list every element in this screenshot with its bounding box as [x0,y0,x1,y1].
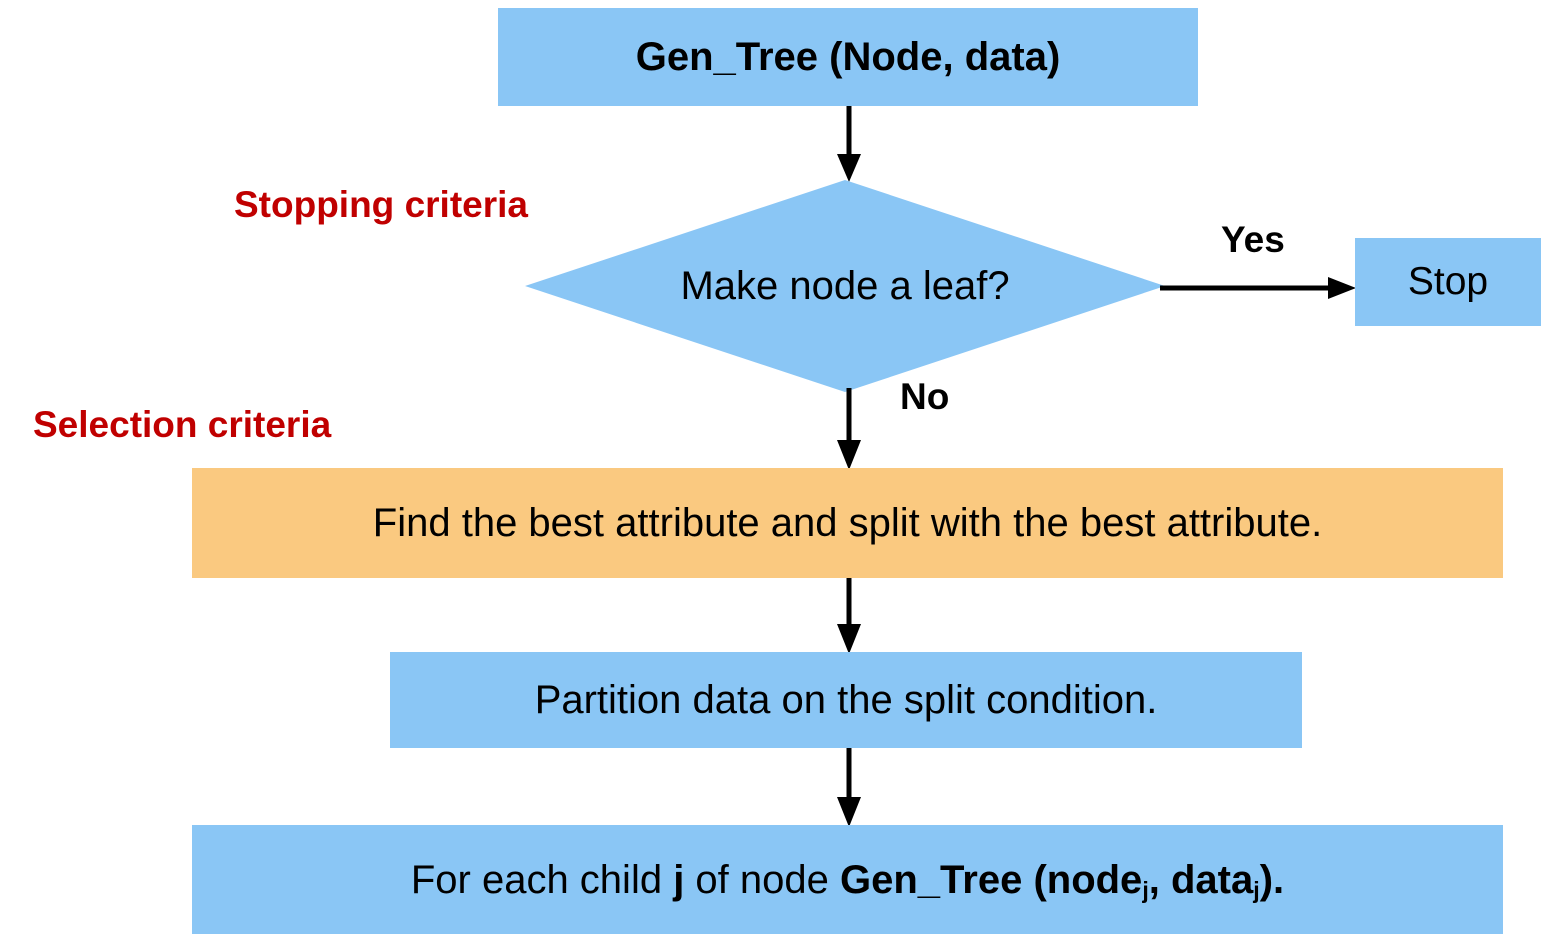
process-node-partition-data[interactable]: Partition data on the split condition. [390,652,1302,748]
connector-start-to-decision [833,106,865,182]
node-label-stop: Stop [1407,259,1489,303]
recurse-child-index-j: j [673,857,685,902]
recurse-subscript-data-j: j [1253,876,1260,903]
process-node-recursive-call[interactable]: For each child j of node Gen_Tree (nodej… [192,825,1503,934]
connector-decision-to-find-attribute [833,388,865,470]
recurse-text-prefix: For each child [410,857,674,902]
node-label-start: Gen_Tree (Node, data) [635,35,1061,79]
node-label-partition: Partition data on the split condition. [534,678,1158,722]
annotation-stopping-criteria: Stopping criteria [234,184,528,225]
decision-node-make-node-a-leaf[interactable]: Make node a leaf? [525,180,1165,392]
recurse-text-middle: of node [684,857,840,902]
connector-decision-to-stop [1160,272,1360,304]
recurse-call-name: Gen_Tree (node [840,857,1143,902]
annotation-selection-criteria: Selection criteria [33,404,332,445]
process-node-find-best-attribute[interactable]: Find the best attribute and split with t… [192,468,1503,578]
terminal-node-stop[interactable]: Stop [1355,238,1541,326]
recurse-call-middle: , data [1148,857,1254,902]
node-label-recurse: For each child j of node Gen_Tree (nodej… [410,857,1285,903]
connector-partition-to-recurse [833,748,865,827]
recurse-call-suffix: ). [1259,857,1285,902]
node-label-decision: Make node a leaf? [680,263,1010,308]
process-node-gen-tree-start[interactable]: Gen_Tree (Node, data) [498,8,1198,106]
recurse-subscript-node-j: j [1142,876,1149,903]
edge-label-no: No [900,376,950,417]
edge-label-yes: Yes [1221,219,1285,260]
node-label-find-attribute: Find the best attribute and split with t… [372,501,1323,545]
connector-find-attribute-to-partition [833,578,865,654]
